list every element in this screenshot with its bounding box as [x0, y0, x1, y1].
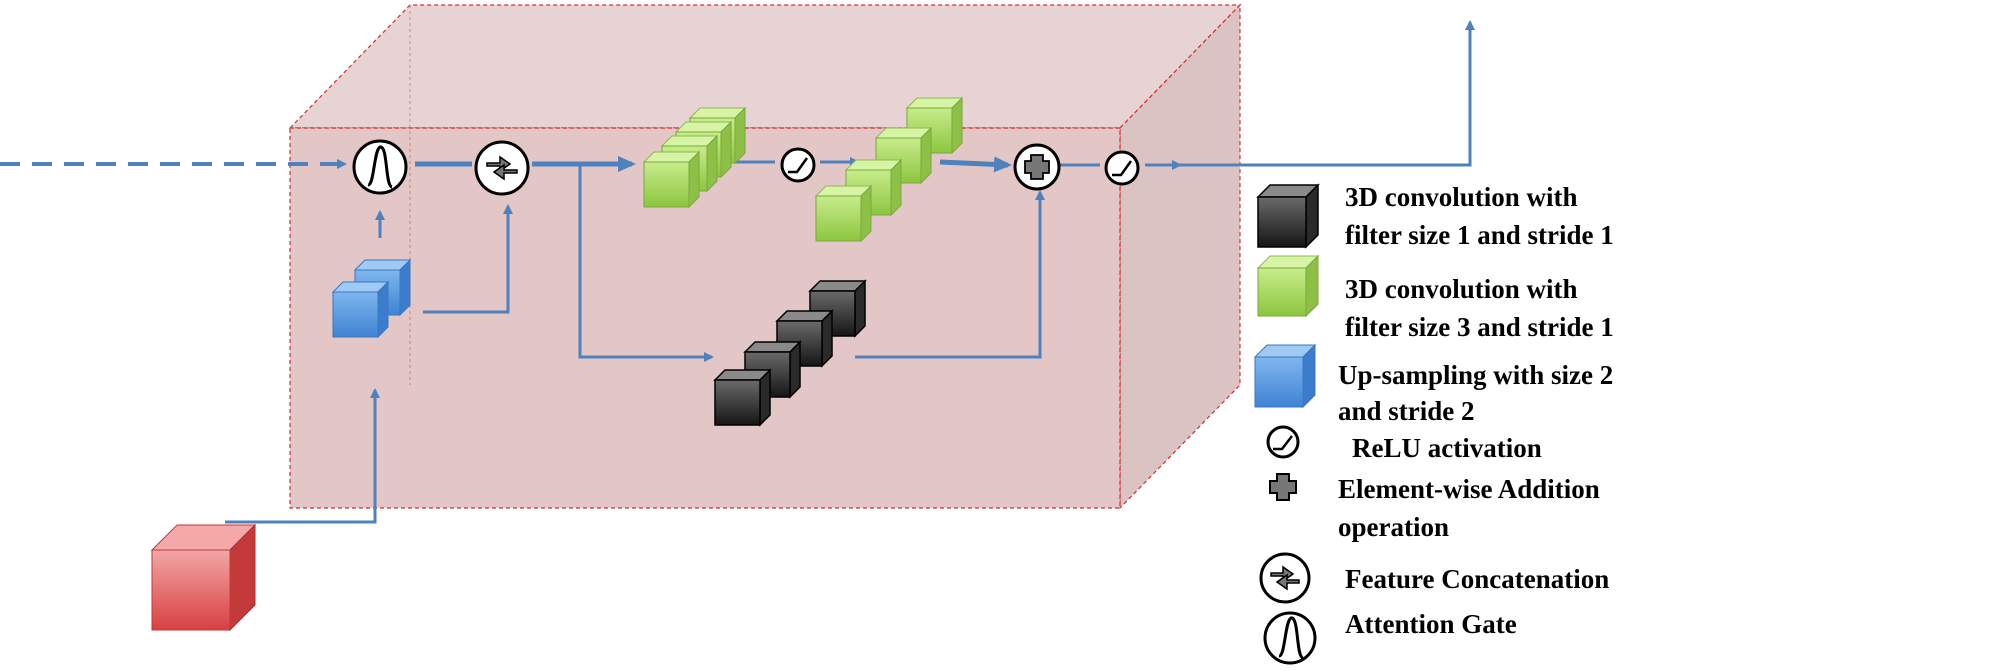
upsample-cube: [332, 281, 389, 338]
conv3-cube: [643, 151, 700, 208]
legend-conv3-item: 3D convolution with filter size 3 and st…: [1256, 254, 1614, 342]
legend-upsample-line2: and stride 2: [1338, 396, 1475, 426]
decoder-block: [288, 3, 1242, 510]
legend-conv1-line1: 3D convolution with: [1345, 182, 1578, 212]
legend: 3D convolution with filter size 1 and st…: [1253, 182, 1614, 665]
legend-addition-line2: operation: [1338, 512, 1449, 542]
conv-to-add-arrow: [939, 156, 1012, 173]
attention-gate-icon: [352, 139, 408, 195]
legend-conv3-line2: filter size 3 and stride 1: [1345, 312, 1614, 342]
input-to-upsample-arrow: [225, 388, 380, 524]
legend-addition-icon: [1269, 473, 1297, 501]
branch-to-conv1-arrow: [578, 164, 714, 362]
legend-concatenation-icon: [1259, 552, 1311, 604]
legend-relu-line1: ReLU activation: [1352, 433, 1542, 463]
relu-icon: [780, 147, 816, 183]
legend-conv1-item: 3D convolution with filter size 1 and st…: [1256, 182, 1614, 250]
legend-relu-icon: [1266, 425, 1300, 459]
conv1-cube: [714, 369, 771, 426]
conv1-to-add-arrow: [855, 190, 1045, 359]
concatenation-icon: [474, 140, 530, 196]
output-arrow: [1145, 20, 1475, 167]
addition-icon: [1013, 143, 1061, 191]
relu-icon: [1104, 150, 1140, 186]
legend-upsample-item: Up-sampling with size 2 and stride 2: [1253, 343, 1613, 426]
legend-addition-item: Element-wise Addition operation: [1269, 473, 1600, 542]
legend-attention-item: Attention Gate: [1263, 609, 1517, 665]
upsample-to-concat-arrow: [423, 204, 513, 314]
legend-relu-item: ReLU activation: [1266, 425, 1542, 463]
legend-addition-line1: Element-wise Addition: [1338, 474, 1600, 504]
legend-conv1-line2: filter size 1 and stride 1: [1345, 220, 1614, 250]
legend-conv3-line1: 3D convolution with: [1345, 274, 1578, 304]
conv3-cube: [815, 185, 872, 242]
connections: [0, 20, 1475, 524]
input-cube: [150, 523, 257, 632]
legend-attention-line1: Attention Gate: [1345, 609, 1517, 639]
legend-concat-line1: Feature Concatenation: [1345, 564, 1609, 594]
legend-attention-gate-icon: [1263, 611, 1317, 665]
legend-concat-item: Feature Concatenation: [1259, 552, 1609, 604]
legend-upsample-line1: Up-sampling with size 2: [1338, 360, 1613, 390]
